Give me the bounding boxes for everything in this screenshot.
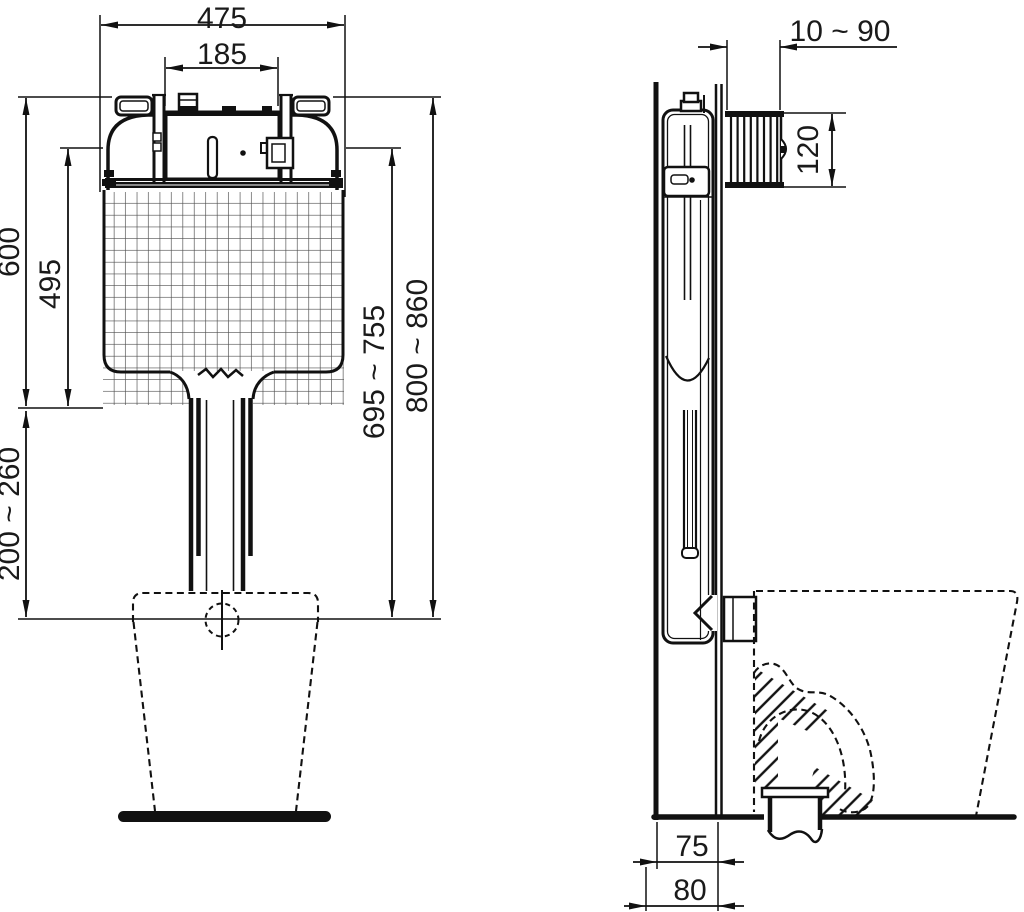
left-hanger-bracket: [114, 95, 154, 117]
cistern-side-profile: [661, 91, 758, 645]
dim-height-overall: 800 ~ 860: [401, 98, 437, 617]
dim-label-475: 475: [197, 2, 247, 35]
dim-plate-height: 120: [792, 114, 836, 186]
dim-width-flush-plate: 185: [166, 38, 277, 72]
outlet-chevron: [692, 594, 717, 632]
recess-clip: [780, 138, 787, 160]
left-corner-clip: [102, 170, 116, 186]
pan-base: [118, 811, 331, 822]
dim-label-200-260: 200 ~ 260: [0, 447, 26, 581]
dim-label-600: 600: [0, 227, 26, 277]
toilet-pan-front: [118, 590, 331, 822]
protection-mesh: [103, 192, 344, 405]
dim-width-overall: 475: [101, 2, 344, 35]
tank-outline: [102, 190, 345, 406]
front-view: 475 185 600 495 200 ~ 260: [0, 2, 441, 822]
dim-label-120: 120: [792, 125, 825, 175]
dim-pipe-adjust: 200 ~ 260: [0, 411, 30, 617]
trapway-hatch: [753, 662, 875, 817]
extension-lines-front: [18, 15, 441, 409]
dim-height-tank: 600: [0, 98, 30, 406]
dim-label-695-755: 695 ~ 755: [358, 305, 391, 439]
flush-plate-recess: [725, 111, 787, 188]
extension-lines-side: [645, 40, 846, 911]
dim-label-10-90: 10 ~ 90: [790, 15, 891, 48]
dim-label-75: 75: [675, 830, 708, 863]
right-hanger-bracket: [291, 95, 331, 117]
fill-valve-stem: [683, 125, 692, 300]
right-corner-clip: [329, 170, 343, 186]
dim-height-tank-inner: 495: [34, 149, 72, 406]
panel-screw: [240, 150, 246, 156]
access-panel: [152, 110, 295, 181]
frame-front-face: [714, 84, 723, 816]
logo-plate: [662, 165, 711, 198]
outlet-socket: [760, 786, 830, 844]
side-view: 10 ~ 90 120 75 80: [624, 15, 1019, 911]
top-tab: [262, 106, 272, 112]
flush-pipe-side: [681, 410, 699, 559]
dim-wall-finish: 10 ~ 90: [698, 15, 897, 51]
panel-clip: [152, 132, 162, 142]
panel-clip: [152, 142, 162, 152]
inner-tank-dome: [664, 355, 710, 382]
dim-label-80: 80: [673, 874, 706, 907]
mesh-top-rail: [105, 178, 343, 188]
overflow-seal-zigzag: [197, 367, 244, 379]
dim-height-mid: 695 ~ 755: [358, 149, 396, 617]
outlet-centre-mark: [204, 602, 240, 638]
dim-overall-depth: 80: [624, 874, 744, 910]
dim-label-185: 185: [197, 38, 247, 71]
cistern-cover: [102, 92, 343, 190]
fill-valve-cap: [679, 91, 705, 113]
toilet-pan-side: [752, 589, 1019, 817]
push-button-slot: [206, 135, 219, 180]
dim-label-495: 495: [34, 259, 67, 309]
top-tab: [222, 106, 236, 112]
valve-clip: [260, 136, 295, 170]
inlet-stub: [177, 92, 199, 114]
flush-pipe-front: [188, 398, 253, 591]
dim-label-800-860: 800 ~ 860: [401, 279, 434, 413]
outlet-connector: [722, 595, 758, 643]
dim-frame-depth: 75: [633, 830, 744, 866]
